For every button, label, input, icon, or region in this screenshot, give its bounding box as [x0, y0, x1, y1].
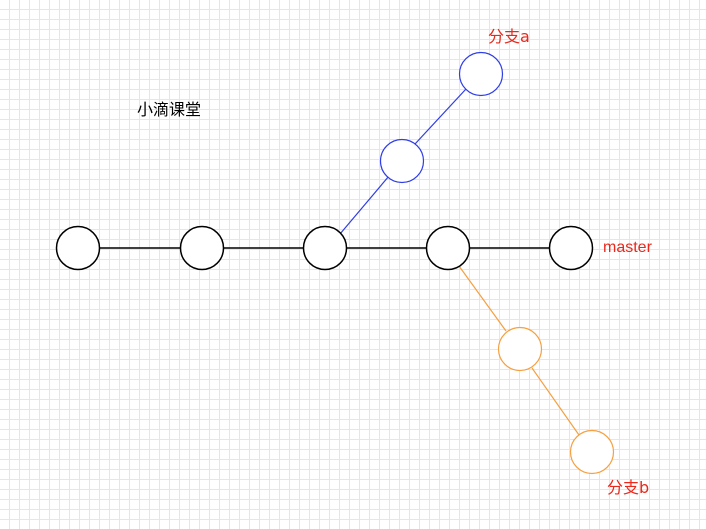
master-commit-node — [548, 225, 594, 271]
branch-b-edge — [458, 265, 507, 332]
branch-a-edge — [339, 175, 390, 235]
branch-b-edges — [458, 265, 580, 436]
branch-a-commits — [379, 51, 504, 184]
branch-a-commit-node — [458, 51, 504, 97]
master-commit-node — [425, 225, 471, 271]
branch-a-edges — [339, 88, 467, 235]
master-label: master — [603, 239, 652, 256]
master-commit-node — [179, 225, 225, 271]
branch-b-commits — [497, 326, 615, 475]
master-commit-node — [302, 225, 348, 271]
diagram-title: 小滴课堂 — [137, 100, 202, 119]
branch-b-commit-node — [497, 326, 543, 372]
branch-b-label: 分支b — [607, 478, 650, 497]
branch-a-edge — [414, 88, 467, 145]
branch-a-commit-node — [379, 138, 425, 184]
branch-a-label: 分支a — [488, 27, 530, 46]
master-commit-node — [55, 225, 101, 271]
branch-b-edge — [531, 367, 580, 436]
master-commits — [55, 225, 594, 271]
branch-b-commit-node — [569, 429, 615, 475]
